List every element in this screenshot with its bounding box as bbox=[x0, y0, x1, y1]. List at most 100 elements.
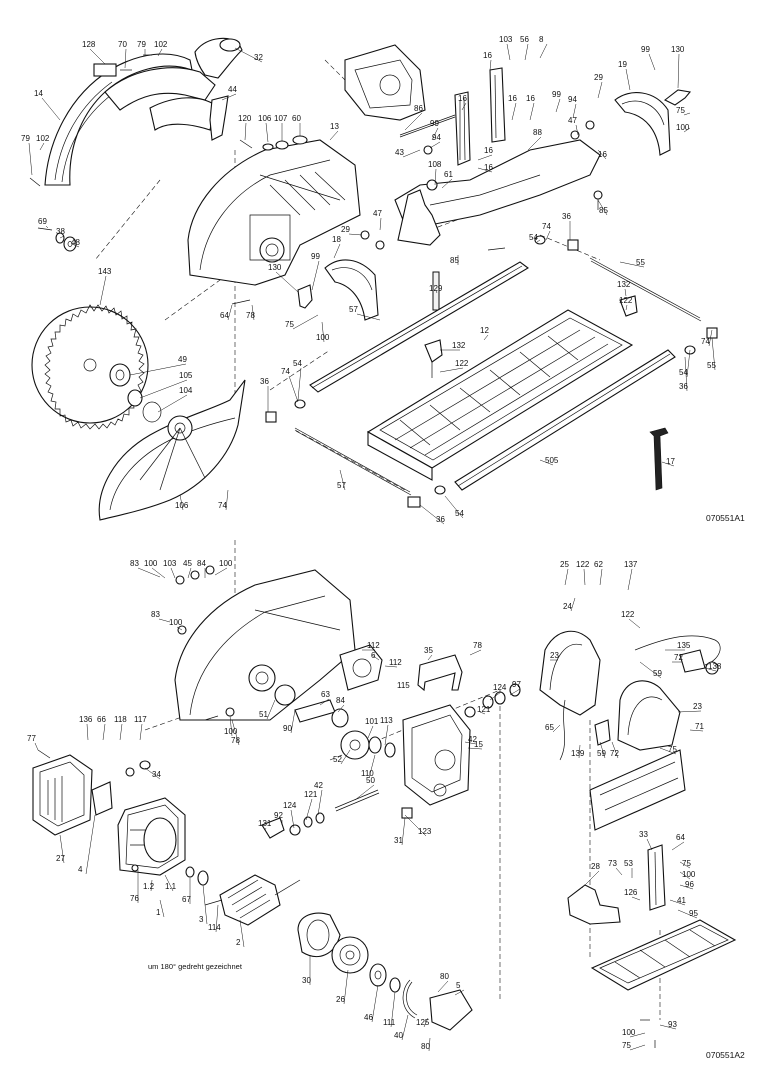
lower-leader-line bbox=[464, 741, 477, 745]
lower-part-number-label: 123 bbox=[418, 827, 432, 836]
upper-leader-line bbox=[288, 375, 299, 403]
upper-leader-line bbox=[225, 489, 229, 511]
lower-part-number-label: 46 bbox=[364, 1013, 373, 1022]
lower-leader-line bbox=[290, 709, 296, 734]
upper-leader-line bbox=[157, 48, 163, 57]
lower-part-number-label: 3 bbox=[199, 915, 204, 924]
upper-part-number-label: 88 bbox=[533, 128, 542, 137]
lower-part-number-label: 15 bbox=[474, 740, 483, 749]
upper-leader-line bbox=[39, 142, 45, 151]
lower-part-number-label: 122 bbox=[621, 610, 635, 619]
lower-part-number-label: 112 bbox=[367, 641, 380, 650]
lower-part-number-label: 100 bbox=[224, 727, 238, 736]
lower-part-number-label: 121 bbox=[477, 705, 491, 714]
lower-leader-line bbox=[215, 904, 219, 933]
upper-leader-line bbox=[41, 97, 61, 121]
lower-part-number-label: 75 bbox=[682, 859, 691, 868]
upper-leader-line bbox=[429, 141, 441, 149]
upper-part-number-label: 129 bbox=[429, 284, 443, 293]
lower-leader-line bbox=[239, 919, 245, 948]
lower-leader-line bbox=[639, 661, 662, 679]
lower-part-number-label: 80 bbox=[421, 1042, 430, 1051]
upper-part-number-label: 19 bbox=[618, 60, 627, 69]
upper-part-number-label: 100 bbox=[676, 123, 690, 132]
lower-part-number-label: 62 bbox=[594, 560, 603, 569]
upper-leader-line bbox=[333, 243, 341, 259]
lower-leader-line bbox=[454, 989, 465, 996]
upper-part-number-label: 122 bbox=[619, 296, 633, 305]
upper-leader-line bbox=[483, 334, 489, 341]
lower-part-number-label: 53 bbox=[624, 859, 633, 868]
upper-part-number-label: 75 bbox=[285, 320, 294, 329]
lower-part-number-label: 4 bbox=[78, 865, 83, 874]
lower-leader-line bbox=[139, 723, 143, 741]
lower-leader-line bbox=[615, 867, 623, 876]
lower-part-number-label: 83 bbox=[151, 610, 160, 619]
lower-leader-line bbox=[367, 725, 374, 739]
upper-leader-line bbox=[89, 48, 106, 65]
lower-leader-line bbox=[170, 567, 176, 579]
drawing-code-upper: 070551A1 bbox=[706, 513, 745, 523]
upper-leader-line bbox=[434, 168, 437, 186]
lower-leader-line bbox=[404, 814, 427, 837]
upper-part-number-label: 99 bbox=[311, 252, 320, 261]
lower-leader-line bbox=[611, 741, 619, 759]
lower-leader-line bbox=[581, 870, 600, 889]
upper-part-number-label: 132 bbox=[617, 280, 631, 289]
lower-part-number-label: 24 bbox=[563, 602, 572, 611]
lower-part-number-label: 25 bbox=[560, 560, 569, 569]
lower-leader-line bbox=[371, 654, 380, 661]
lower-leader-line bbox=[319, 698, 330, 706]
lower-part-number-label: 90 bbox=[283, 724, 292, 733]
lower-part-number-label: 23 bbox=[693, 702, 702, 711]
upper-leader-line bbox=[251, 304, 255, 321]
lower-part-number-label: 112 bbox=[389, 658, 402, 667]
lower-part-number-label: 115 bbox=[397, 681, 410, 690]
lower-part-number-label: 113 bbox=[380, 716, 393, 725]
upper-leader-line bbox=[648, 53, 656, 71]
lower-leader-line bbox=[354, 784, 375, 801]
upper-leader-line bbox=[527, 136, 542, 151]
lower-part-number-label: 45 bbox=[183, 559, 192, 568]
upper-part-number-label: 44 bbox=[228, 85, 237, 94]
lower-part-number-label: 101 bbox=[365, 717, 379, 726]
lower-leader-line bbox=[137, 567, 161, 578]
lower-leader-line bbox=[704, 667, 717, 672]
lower-leader-line bbox=[102, 723, 106, 741]
upper-leader-line bbox=[265, 122, 269, 143]
lower-part-number-label: 50 bbox=[366, 776, 375, 785]
lower-leader-line bbox=[669, 899, 686, 906]
upper-leader-line bbox=[555, 98, 561, 113]
lower-leader-line bbox=[85, 814, 96, 875]
lower-leader-line bbox=[677, 909, 698, 919]
upper-leader-line bbox=[597, 81, 603, 99]
upper-part-number-label: 38 bbox=[56, 227, 65, 236]
upper-leader-line bbox=[339, 469, 346, 491]
lower-part-number-label: 122 bbox=[576, 560, 590, 569]
lower-leader-line bbox=[305, 798, 313, 821]
upper-leader-line bbox=[536, 239, 541, 243]
upper-leader-line bbox=[661, 461, 675, 467]
lower-leader-line bbox=[552, 724, 561, 733]
upper-leader-line bbox=[321, 321, 325, 343]
lower-part-number-label: 42 bbox=[314, 781, 323, 790]
lower-leader-line bbox=[159, 899, 165, 918]
lower-part-number-label: 100 bbox=[144, 559, 158, 568]
lower-part-number-label: 83 bbox=[130, 559, 139, 568]
lower-part-number-label: 73 bbox=[608, 859, 617, 868]
armature bbox=[219, 874, 281, 926]
upper-part-number-label: 61 bbox=[444, 170, 453, 179]
upper-leader-line bbox=[157, 394, 188, 413]
upper-part-number-label: 16 bbox=[483, 51, 492, 60]
lower-part-number-label: 75 bbox=[622, 1041, 631, 1050]
upper-part-number-label: 56 bbox=[520, 35, 529, 44]
upper-leader-line bbox=[529, 102, 535, 121]
upper-part-number-label: 36 bbox=[436, 515, 445, 524]
upper-leader-line bbox=[348, 233, 363, 236]
upper-part-number-label: 8 bbox=[539, 35, 544, 44]
upper-leader-line bbox=[435, 289, 438, 294]
lower-leader-line bbox=[629, 1032, 646, 1038]
lower-part-number-label: 30 bbox=[302, 976, 311, 985]
lower-part-number-label: 138 bbox=[708, 662, 722, 671]
